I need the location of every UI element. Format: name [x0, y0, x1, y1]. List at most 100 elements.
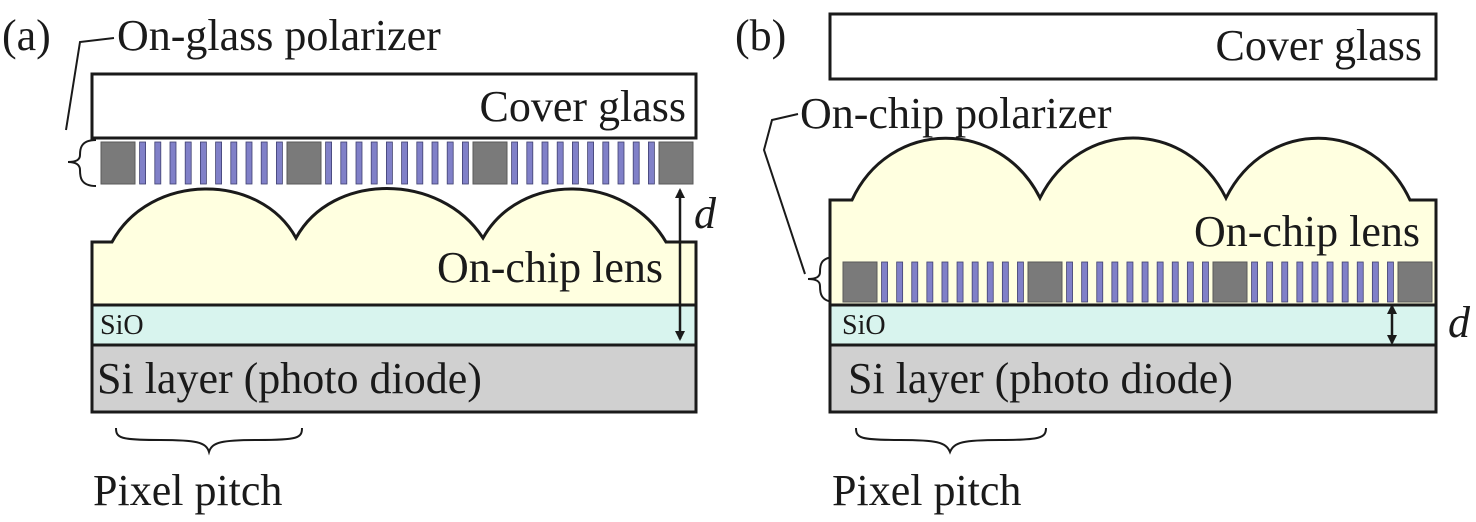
polarizer-brace — [67, 139, 97, 187]
sio-layer-b — [828, 303, 1438, 347]
grid-bar — [370, 141, 378, 185]
grid-bar — [215, 141, 223, 185]
grid-block — [100, 141, 136, 185]
panel-b: (b) Cover glass On-chip polarizer On-chi… — [735, 11, 1471, 515]
grid-bar — [941, 261, 949, 303]
grid-bar — [556, 141, 564, 185]
sio-layer-a — [90, 303, 698, 347]
pixel-pitch-label-b: Pixel pitch — [832, 466, 1021, 515]
cover-glass-a — [90, 72, 698, 140]
si-label-a: Si layer (photo diode) — [97, 354, 482, 403]
grid-bar — [1341, 261, 1349, 303]
grid-bar — [1126, 261, 1134, 303]
grid-bar — [401, 141, 409, 185]
grid-block — [1397, 261, 1433, 303]
grid-bar — [1096, 261, 1104, 303]
grid-bar — [431, 141, 439, 185]
lens-label-a: On-chip lens — [437, 243, 663, 292]
grid-bar — [587, 141, 594, 185]
grid-bar — [1202, 261, 1209, 303]
grid-bar — [275, 141, 283, 185]
grid-bar — [1001, 261, 1009, 303]
grid-bar — [511, 141, 519, 185]
grid-bar — [325, 141, 333, 185]
grid-block — [1212, 261, 1248, 303]
grid-bar — [385, 141, 393, 185]
grid-bar — [956, 261, 964, 303]
grid-bar — [911, 261, 919, 303]
grid-bar — [1156, 261, 1164, 303]
panel-a-tag: (a) — [2, 11, 51, 60]
grid-bar — [1356, 261, 1364, 303]
grid-bar — [632, 141, 640, 185]
grid-bar — [1017, 261, 1024, 303]
on-chip-lens-a — [90, 187, 698, 307]
grid-bar — [1326, 261, 1334, 303]
grid-bar — [1311, 261, 1319, 303]
panel-b-tag: (b) — [735, 11, 786, 60]
grid-bar — [1251, 261, 1258, 303]
grid-bar — [971, 261, 979, 303]
distance-label-b: d — [1448, 298, 1471, 347]
grid-bar — [926, 261, 934, 303]
grid-bar — [526, 141, 534, 185]
pixel-pitch-brace-a — [115, 427, 303, 456]
grid-bar — [1171, 261, 1179, 303]
grid-bar — [260, 141, 268, 185]
grid-bar — [355, 141, 363, 185]
grid-bar — [184, 141, 192, 185]
grid-bar — [139, 141, 147, 185]
grid-bar — [1281, 261, 1289, 303]
grid-bar — [1066, 261, 1073, 303]
polarizer-grid-b — [842, 261, 1433, 303]
grid-bar — [1141, 261, 1149, 303]
grid-block — [658, 141, 694, 185]
grid-bar — [617, 141, 625, 185]
panel-a: (a) On-glass polarizer Cover glass On-ch… — [2, 11, 717, 515]
grid-bar — [602, 141, 610, 185]
grid-bar — [230, 141, 238, 185]
grid-bar — [1296, 261, 1304, 303]
lens-label-b: On-chip lens — [1194, 207, 1420, 256]
grid-bar — [1266, 261, 1274, 303]
polarizer-brace-b — [807, 256, 837, 303]
grid-bar — [648, 141, 655, 185]
grid-bar — [169, 141, 177, 185]
grid-block — [842, 261, 878, 303]
grid-block — [472, 141, 508, 185]
sio-label-a: SiO — [100, 310, 144, 341]
grid-bar — [986, 261, 994, 303]
grid-bar — [1186, 261, 1194, 303]
on-glass-polarizer-label: On-glass polarizer — [117, 11, 441, 60]
grid-bar — [154, 141, 162, 185]
grid-bar — [446, 141, 454, 185]
grid-bar — [340, 141, 348, 185]
polarizer-leader-line — [65, 37, 115, 131]
grid-bar — [461, 141, 469, 185]
grid-bar — [881, 261, 888, 303]
grid-bar — [1387, 261, 1394, 303]
si-layer-a — [90, 343, 698, 414]
grid-bar — [1371, 261, 1379, 303]
grid-bar — [896, 261, 904, 303]
si-layer-b — [828, 343, 1438, 414]
grid-bar — [199, 141, 207, 185]
pixel-pitch-label-a: Pixel pitch — [93, 466, 282, 515]
on-chip-polarizer-label: On-chip polarizer — [800, 89, 1112, 138]
sio-label-b: SiO — [842, 310, 886, 341]
grid-block — [1027, 261, 1063, 303]
grid-bar — [572, 141, 579, 185]
polarizer-grid-a — [100, 141, 694, 185]
grid-bar — [541, 141, 549, 185]
cover-glass-label-a: Cover glass — [479, 82, 686, 131]
polarizer-leader-line-b — [762, 113, 806, 275]
grid-bar — [245, 141, 253, 185]
grid-block — [286, 141, 322, 185]
grid-bar — [1081, 261, 1089, 303]
grid-bar — [416, 141, 424, 185]
distance-label-a: d — [694, 189, 717, 238]
cover-glass-b — [828, 12, 1438, 81]
si-label-b: Si layer (photo diode) — [848, 354, 1233, 403]
pixel-pitch-brace-b — [855, 427, 1047, 455]
